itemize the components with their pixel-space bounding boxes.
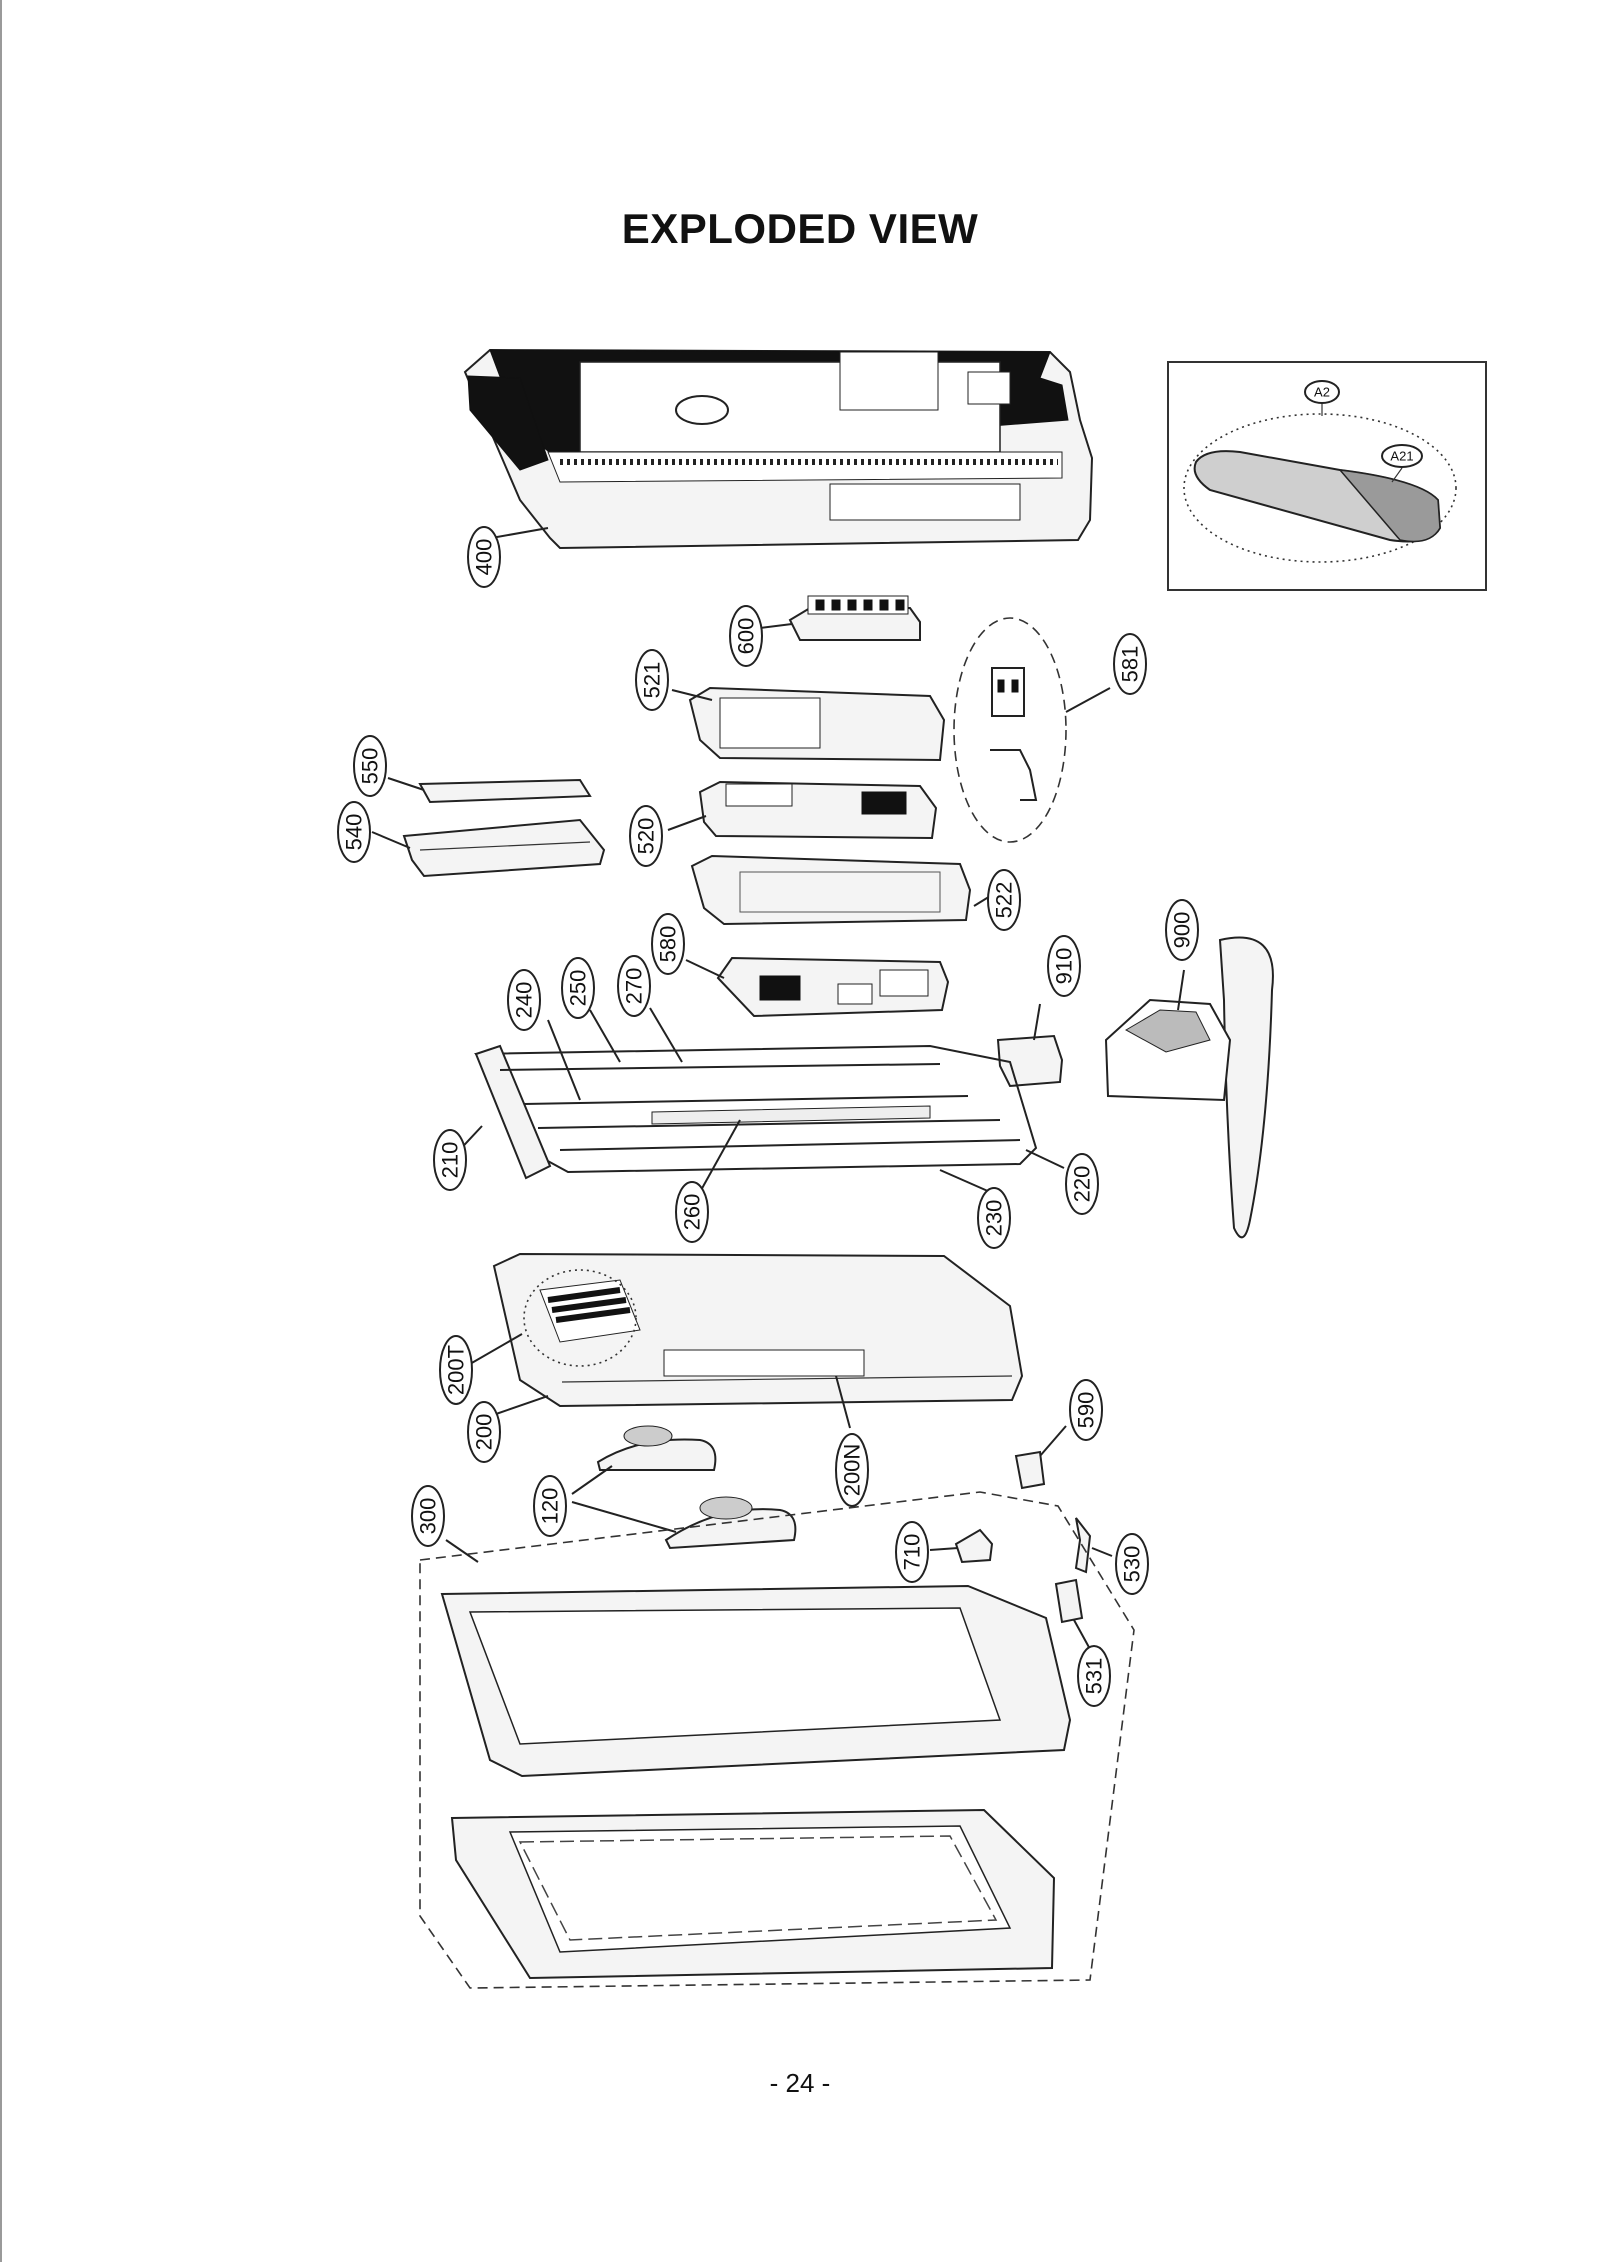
svg-text:270: 270 <box>622 968 647 1005</box>
frame-540 <box>371 818 606 878</box>
part-label-240: 240 <box>507 969 541 1031</box>
shield-521 <box>671 686 946 762</box>
part-label-710: 710 <box>895 1521 929 1583</box>
svg-text:200N: 200N <box>840 1444 865 1497</box>
svg-text:400: 400 <box>472 539 497 576</box>
module-200 <box>469 1252 1024 1429</box>
svg-text:590: 590 <box>1074 1392 1099 1429</box>
svg-text:520: 520 <box>634 818 659 855</box>
part-label-531: 531 <box>1077 1645 1111 1707</box>
inset-remote <box>1167 361 1487 591</box>
svg-text:220: 220 <box>1070 1166 1095 1203</box>
svg-text:230: 230 <box>982 1200 1007 1237</box>
chassis-frame <box>453 1007 1065 1193</box>
svg-text:581: 581 <box>1118 646 1143 683</box>
part-label-210: 210 <box>433 1129 467 1191</box>
svg-text:530: 530 <box>1120 1546 1145 1583</box>
part-label-200N: 200N <box>835 1433 869 1507</box>
power-board <box>685 956 950 1018</box>
svg-text:521: 521 <box>640 662 665 699</box>
small-parts <box>929 1425 1113 1661</box>
speakers-120 <box>571 1425 797 1550</box>
part-label-120: 120 <box>533 1475 567 1537</box>
part-label-900: 900 <box>1165 899 1199 961</box>
jack-bracket <box>759 595 921 641</box>
page-number: - 24 - <box>769 2068 831 2098</box>
inset-label-a2: A2 <box>1314 385 1330 400</box>
front-cabinet-300 <box>419 1491 1135 1989</box>
svg-text:531: 531 <box>1082 1658 1107 1695</box>
svg-text:580: 580 <box>656 926 681 963</box>
part-label-260: 260 <box>675 1181 709 1243</box>
part-label-540: 540 <box>337 801 371 863</box>
part-label-200: 200 <box>467 1401 501 1463</box>
part-label-220: 220 <box>1065 1153 1099 1215</box>
hinge-910 <box>996 1003 1064 1088</box>
svg-text:120: 120 <box>538 1488 563 1525</box>
part-label-521: 521 <box>635 649 669 711</box>
svg-text:540: 540 <box>342 814 367 851</box>
svg-text:200: 200 <box>472 1414 497 1451</box>
svg-text:710: 710 <box>900 1534 925 1571</box>
svg-text:910: 910 <box>1052 948 1077 985</box>
svg-text:900: 900 <box>1170 912 1195 949</box>
part-label-300: 300 <box>411 1485 445 1547</box>
part-label-530: 530 <box>1115 1533 1149 1595</box>
svg-text:600: 600 <box>734 618 759 655</box>
part-label-250: 250 <box>561 957 595 1019</box>
part-label-910: 910 <box>1047 935 1081 997</box>
page-title: EXPLODED VIEW <box>621 205 979 252</box>
part-label-581: 581 <box>1113 633 1147 695</box>
part-label-520: 520 <box>629 805 663 867</box>
svg-text:250: 250 <box>566 970 591 1007</box>
part-label-230: 230 <box>977 1187 1011 1249</box>
stand-900 <box>1104 936 1274 1239</box>
part-label-550: 550 <box>353 735 387 797</box>
plate-522 <box>690 854 1001 926</box>
svg-text:550: 550 <box>358 748 383 785</box>
main-board <box>667 780 938 840</box>
part-label-270: 270 <box>617 955 651 1017</box>
part-label-200T: 200T <box>439 1335 473 1405</box>
part-label-580: 580 <box>651 913 685 975</box>
part-label-400: 400 <box>467 526 501 588</box>
inset-label-a21: A21 <box>1390 449 1413 464</box>
group-581 <box>953 617 1111 843</box>
part-label-522: 522 <box>987 869 1021 931</box>
svg-text:522: 522 <box>992 882 1017 919</box>
svg-text:210: 210 <box>438 1142 463 1179</box>
svg-text:240: 240 <box>512 982 537 1019</box>
strip-550 <box>387 777 592 804</box>
svg-text:260: 260 <box>680 1194 705 1231</box>
svg-text:200T: 200T <box>444 1345 469 1395</box>
back-cover <box>463 348 1094 550</box>
part-label-590: 590 <box>1069 1379 1103 1441</box>
part-label-600: 600 <box>729 605 763 667</box>
svg-text:300: 300 <box>416 1498 441 1535</box>
